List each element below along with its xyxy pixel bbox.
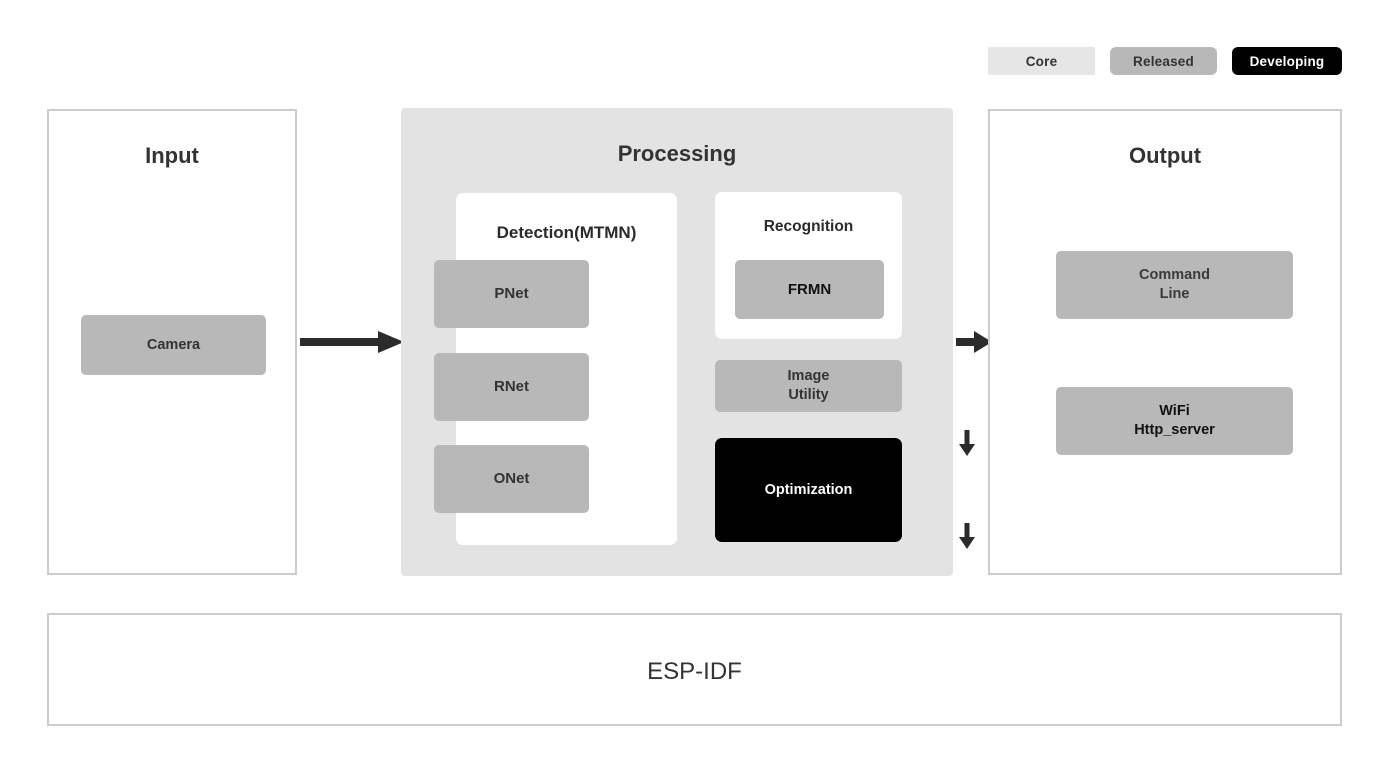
box-wifi-http-server-label-line2: Http_server	[1134, 422, 1215, 438]
box-onet: ONet	[434, 445, 589, 513]
arrow-input-to-processing-icon	[300, 330, 404, 354]
box-frmn: FRMN	[735, 260, 884, 319]
box-image-utility: Image Utility	[715, 360, 902, 412]
panel-title-input: Input	[145, 143, 199, 168]
box-wifi-http-server: WiFi Http_server	[1056, 387, 1293, 455]
box-image-utility-label-line2: Utility	[788, 387, 829, 403]
legend-badge-released: Released	[1110, 47, 1217, 75]
arrow-pnet-to-rnet-icon	[959, 430, 975, 456]
card-title-recognition: Recognition	[763, 218, 854, 235]
panel-title-output: Output	[1128, 143, 1202, 168]
panel-title-processing: Processing	[617, 141, 737, 166]
box-pnet: PNet	[434, 260, 589, 328]
box-command-line: Command Line	[1056, 251, 1293, 319]
card-title-detection: Detection(MTMN)	[496, 223, 637, 242]
box-wifi-http-server-label-line1: WiFi	[1159, 403, 1190, 420]
legend-label-core: Core	[1025, 53, 1058, 69]
arrow-rnet-to-onet-icon	[959, 523, 975, 549]
box-command-line-label-line1: Command	[1139, 267, 1210, 284]
legend-label-developing: Developing	[1249, 53, 1325, 69]
box-pnet-label: PNet	[494, 285, 529, 303]
panel-output: Output Command Line WiFi Http_server	[988, 109, 1342, 575]
box-optimization-label: Optimization	[764, 481, 853, 498]
box-optimization: Optimization	[715, 438, 902, 542]
panel-title-esp-idf: ESP-IDF	[647, 658, 742, 685]
box-frmn-label: FRMN	[787, 280, 832, 298]
box-rnet-label: RNet	[493, 378, 529, 396]
legend-badge-core: Core	[988, 47, 1095, 75]
panel-processing: Processing Detection(MTMN) PNet RNet ONe…	[401, 108, 975, 576]
panel-esp-idf: ESP-IDF	[47, 613, 1342, 726]
box-camera: Camera	[81, 315, 266, 375]
box-onet-label: ONet	[493, 470, 530, 488]
box-command-line-label-line2: Line	[1159, 286, 1190, 302]
arrow-processing-to-output-icon	[956, 330, 992, 354]
legend-badge-developing: Developing	[1232, 47, 1342, 75]
box-image-utility-label-line1: Image	[787, 368, 830, 385]
legend: Core Released Developing	[988, 47, 1342, 75]
panel-input: Input Camera	[47, 109, 297, 575]
legend-label-released: Released	[1133, 53, 1194, 69]
box-camera-label: Camera	[146, 336, 201, 353]
box-rnet: RNet	[434, 353, 589, 421]
